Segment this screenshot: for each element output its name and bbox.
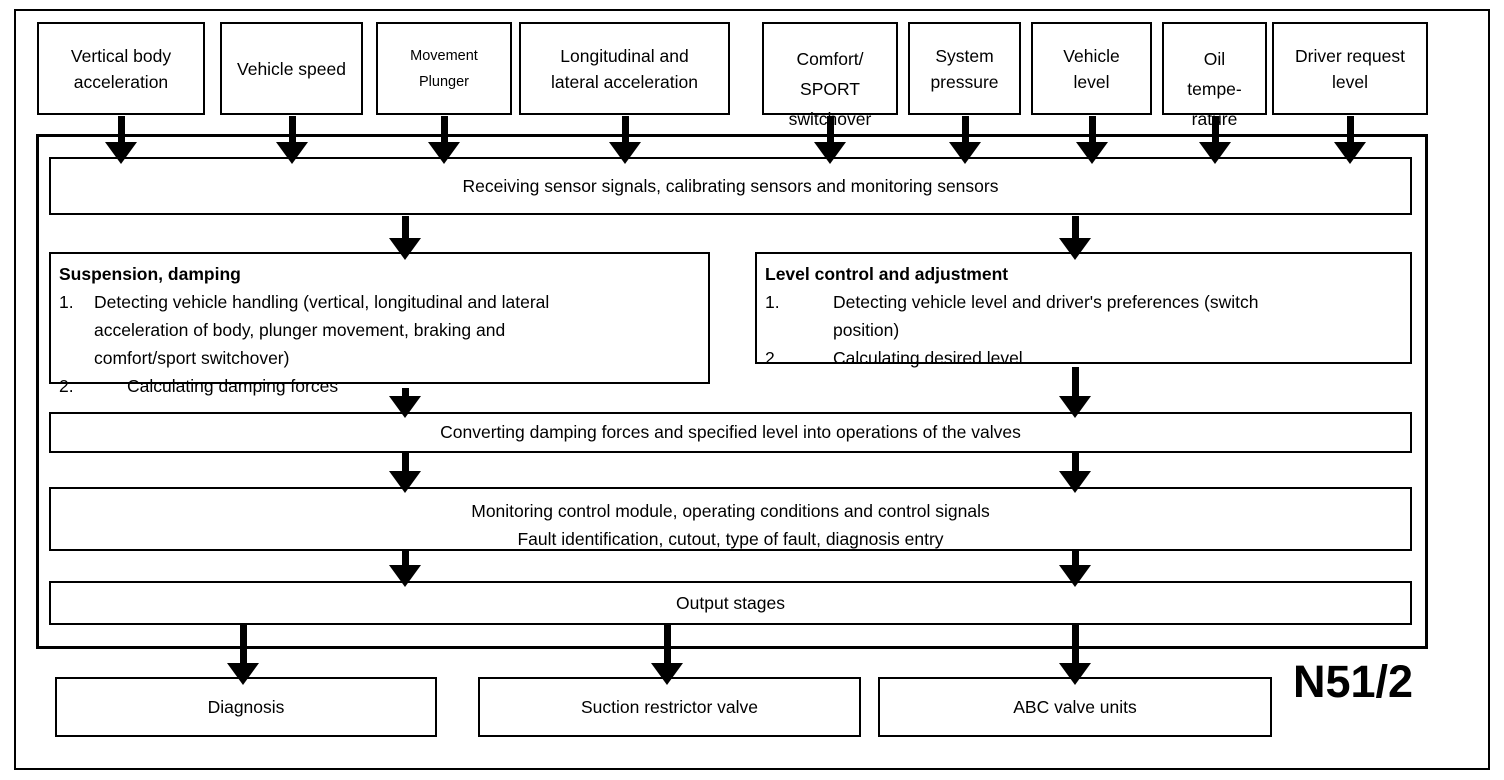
arrow-down-icon [650, 625, 684, 685]
arrow-down-icon [1333, 116, 1367, 164]
arrow-down-icon [388, 551, 422, 587]
receiving-sensors-box: Receiving sensor signals, calibrating se… [49, 157, 1412, 215]
input-box-driver-request-level: Driver request level [1272, 22, 1428, 115]
level-control-title: Level control and adjustment [765, 264, 1009, 284]
input-box-vertical-body-acceleration: Vertical body acceleration [37, 22, 205, 115]
monitoring-line-1: Monitoring control module, operating con… [471, 501, 990, 521]
arrow-down-icon [948, 116, 982, 164]
arrow-down-icon [388, 453, 422, 493]
list-item-number: 1. [765, 292, 780, 312]
converting-box: Converting damping forces and specified … [49, 412, 1412, 453]
arrow-down-icon [1058, 216, 1092, 260]
list-item-text: Detecting vehicle level and driver's pre… [833, 292, 1259, 340]
list-item: 1. Detecting vehicle handling (vertical,… [59, 288, 700, 372]
arrow-down-icon [813, 116, 847, 164]
arrow-down-icon [1058, 551, 1092, 587]
monitoring-box: Monitoring control module, operating con… [49, 487, 1412, 551]
output-stages-label: Output stages [676, 592, 785, 613]
arrow-down-icon [104, 116, 138, 164]
module-label: N51/2 [1293, 656, 1414, 707]
arrow-down-icon [388, 388, 422, 418]
list-item: 2. Calculating desired level [765, 344, 1402, 372]
input-box-movement-plunger: Movement Plunger [376, 22, 512, 115]
converting-label: Converting damping forces and specified … [440, 422, 1021, 442]
input-box-longitudinal-lateral-acceleration: Longitudinal and lateral acceleration [519, 22, 730, 115]
list-item: 1. Detecting vehicle level and driver's … [765, 288, 1402, 344]
arrow-down-icon [1075, 116, 1109, 164]
list-item-text: Detecting vehicle handling (vertical, lo… [94, 292, 550, 368]
arrow-down-icon [275, 116, 309, 164]
page-border [14, 9, 1490, 770]
output-box-abc-valve-units: ABC valve units [878, 677, 1272, 737]
output-stages-box: Output stages [49, 581, 1412, 625]
input-box-system-pressure: System pressure [908, 22, 1021, 115]
list-item-text: Calculating desired level [833, 348, 1023, 368]
input-box-vehicle-level: Vehicle level [1031, 22, 1152, 115]
arrow-down-icon [226, 625, 260, 685]
input-box-oil-temperature: Oil tempe- rature [1162, 22, 1267, 129]
arrow-down-icon [1198, 116, 1232, 164]
monitoring-line-2: Fault identification, cutout, type of fa… [517, 529, 944, 549]
suspension-damping-box: Suspension, damping 1. Detecting vehicle… [49, 252, 710, 396]
list-item-number: 1. [59, 292, 74, 312]
list-item-text: Calculating damping forces [127, 376, 339, 396]
arrow-down-icon [388, 216, 422, 260]
arrow-down-icon [1058, 625, 1092, 685]
control-module-frame [36, 134, 1428, 649]
list-item-number: 2. [765, 348, 780, 368]
list-item: 2. Calculating damping forces [59, 372, 700, 400]
level-control-box: Level control and adjustment 1. Detectin… [755, 252, 1412, 368]
arrow-down-icon [608, 116, 642, 164]
receiving-sensors-label: Receiving sensor signals, calibrating se… [462, 175, 999, 196]
output-box-diagnosis: Diagnosis [55, 677, 437, 737]
arrow-down-icon [1058, 453, 1092, 493]
input-box-comfort-sport-switchover: Comfort/ SPORT switchover [762, 22, 898, 129]
arrow-down-icon [427, 116, 461, 164]
output-box-suction-restrictor-valve: Suction restrictor valve [478, 677, 861, 737]
list-item-number: 2. [59, 376, 74, 396]
suspension-damping-title: Suspension, damping [59, 264, 241, 284]
arrow-down-icon [1058, 367, 1092, 418]
input-box-vehicle-speed: Vehicle speed [220, 22, 363, 115]
